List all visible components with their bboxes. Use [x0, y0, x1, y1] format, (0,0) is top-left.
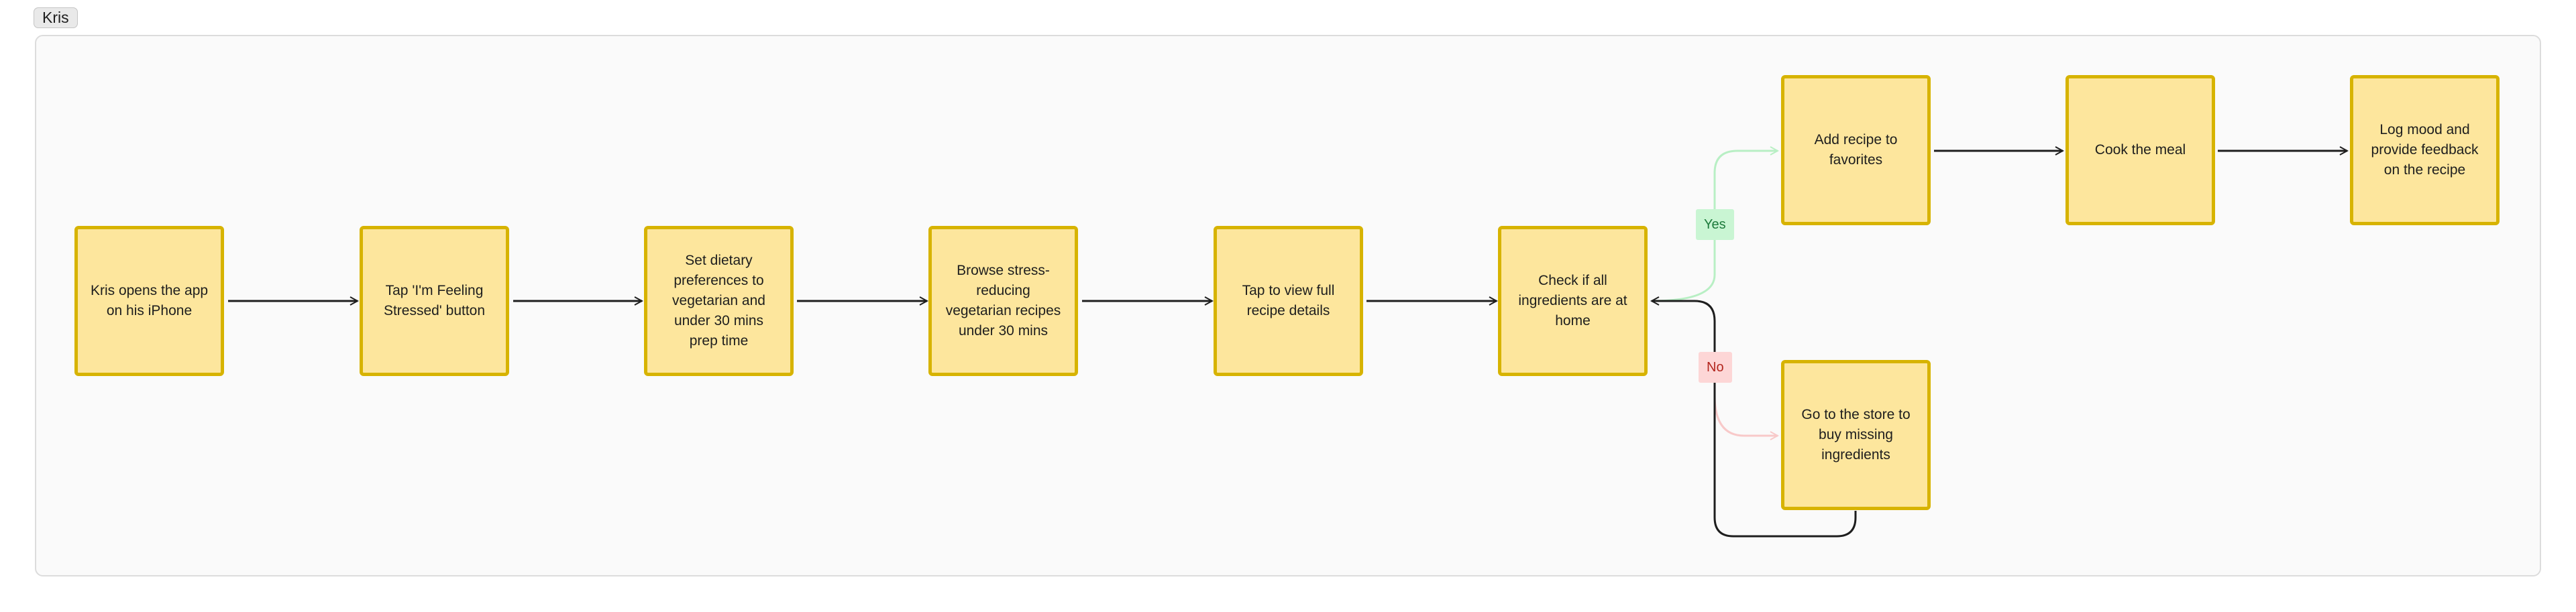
- node-go-store-text: Go to the store to buy missing ingredien…: [1801, 407, 1911, 463]
- no-branch-connector: [1713, 395, 1778, 436]
- node-cook-meal[interactable]: Cook the meal: [2065, 75, 2215, 225]
- node-check-ingredients-text: Check if all ingredients are at home: [1518, 273, 1627, 328]
- node-log-mood[interactable]: Log mood and provide feedback on the rec…: [2350, 75, 2500, 225]
- node-view-details-text: Tap to view full recipe details: [1242, 283, 1335, 318]
- return-loop-connector: [1652, 301, 1857, 538]
- node-set-preferences-text: Set dietary preferences to vegetarian an…: [672, 253, 765, 349]
- node-log-mood-text: Log mood and provide feedback on the rec…: [2371, 122, 2479, 178]
- node-add-favorites-text: Add recipe to favorites: [1814, 132, 1898, 168]
- node-cook-meal-text: Cook the meal: [2094, 142, 2186, 158]
- yes-branch-label[interactable]: Yes: [1696, 209, 1734, 240]
- node-tap-stressed-text: Tap 'I'm Feeling Stressed' button: [383, 283, 486, 318]
- node-browse-recipes[interactable]: Browse stress-reducing vegetarian recipe…: [928, 226, 1078, 376]
- node-tap-stressed[interactable]: Tap 'I'm Feeling Stressed' button: [360, 226, 509, 376]
- node-go-store[interactable]: Go to the store to buy missing ingredien…: [1781, 360, 1931, 510]
- node-check-ingredients[interactable]: Check if all ingredients are at home: [1498, 226, 1648, 376]
- frame-title[interactable]: Kris: [34, 7, 78, 28]
- yes-branch-connector: [1651, 151, 1778, 302]
- node-view-details[interactable]: Tap to view full recipe details: [1214, 226, 1363, 376]
- node-open-app[interactable]: Kris opens the app on his iPhone: [74, 226, 224, 376]
- node-add-favorites[interactable]: Add recipe to favorites: [1781, 75, 1931, 225]
- no-branch-label[interactable]: No: [1699, 352, 1732, 383]
- node-set-preferences[interactable]: Set dietary preferences to vegetarian an…: [644, 226, 794, 376]
- node-open-app-text: Kris opens the app on his iPhone: [90, 283, 209, 318]
- node-browse-recipes-text: Browse stress-reducing vegetarian recipe…: [945, 263, 1061, 339]
